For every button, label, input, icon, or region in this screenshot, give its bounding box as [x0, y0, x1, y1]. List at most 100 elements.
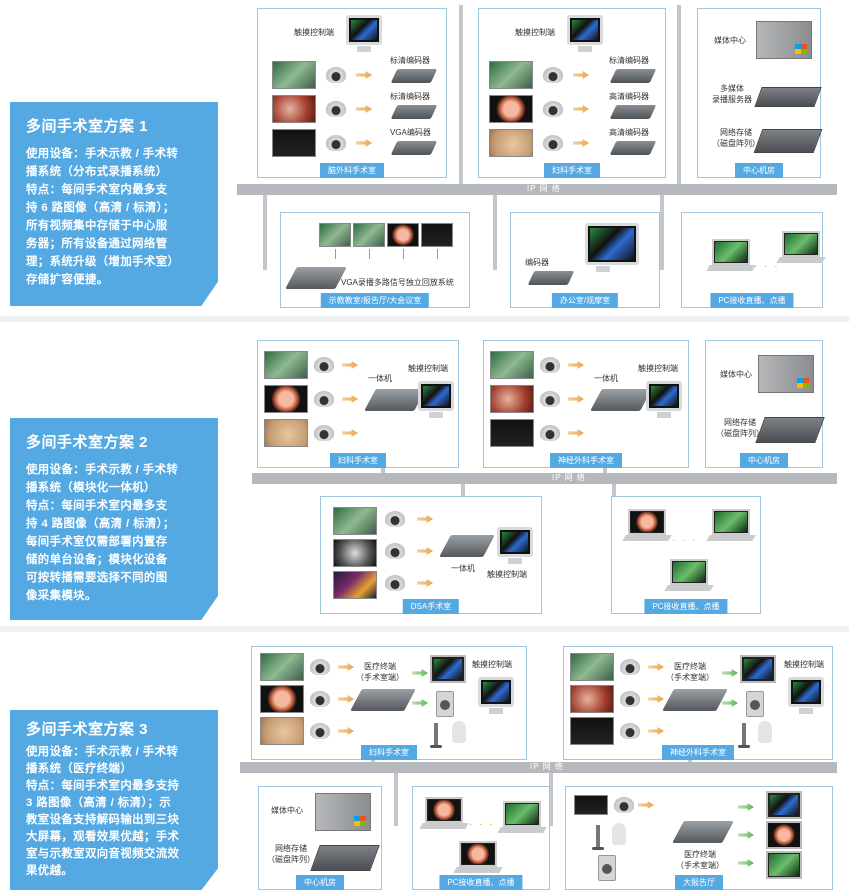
room-label: 神经外科手术室 — [550, 453, 622, 468]
display-screen — [430, 655, 466, 683]
ip-network-bar: IP 网 络 — [252, 473, 837, 484]
section-divider — [0, 316, 849, 322]
laptop-icon — [670, 559, 708, 585]
all-in-one-device — [364, 389, 426, 411]
arrow-icon — [338, 663, 354, 671]
scheme-3-title: 多间手术室方案 3 — [26, 721, 149, 738]
all-in-one-device — [439, 535, 495, 557]
arrow-icon — [648, 727, 664, 735]
arrow-icon — [568, 361, 584, 369]
arrow-icon — [648, 663, 664, 671]
encoder-label: 编码器 — [525, 258, 549, 267]
display-screen — [387, 223, 419, 247]
desc-line: 储的单台设备；模块化设备 — [26, 554, 168, 566]
scheme-1-card: 多间手术室方案 1 使用设备：手术示教 / 手术转 播系统（分布式录播系统） 特… — [10, 102, 218, 306]
disk-array — [755, 417, 825, 443]
display-screen — [766, 851, 802, 879]
encoder-label: 标清编码器 — [390, 92, 430, 101]
screen-stand — [369, 249, 370, 259]
all-in-one-label: 一体机 — [594, 374, 618, 383]
camera-icon — [540, 425, 560, 441]
arrow-icon — [722, 669, 738, 677]
video-source-image — [260, 653, 304, 681]
ip-network-label: IP 网 络 — [530, 762, 564, 771]
camera-icon — [620, 723, 640, 739]
video-source-image — [570, 685, 614, 713]
desc-line: 理；系统升级（增加手术室） — [26, 256, 180, 268]
room-gynecology-or: 触摸控制端 标清编码器 高清编码器 高清编码器 妇科手术室 — [478, 8, 666, 178]
desc-line: 特点：每间手术室内最多支 — [26, 184, 168, 196]
medical-terminal-device — [662, 689, 728, 711]
network-link — [493, 195, 497, 270]
video-source-image — [264, 351, 308, 379]
video-source-image — [260, 685, 304, 713]
touch-control-terminal — [788, 677, 824, 714]
laptop-icon — [782, 231, 820, 257]
room-label: 中心机房 — [740, 453, 788, 468]
encoder-label: 高清编码器 — [609, 128, 649, 137]
ip-network-bar: IP 网 络 — [237, 184, 837, 195]
media-center-label: 媒体中心 — [720, 370, 752, 379]
scheme-2-title: 多间手术室方案 2 — [26, 434, 149, 451]
all-in-one-device — [590, 389, 652, 411]
room-pc-receivers: · · · PC接收直播、点播 — [412, 786, 550, 890]
room-dsa-or: 一体机 触摸控制端 DSA手术室 — [320, 496, 542, 614]
touch-control-label: 触摸控制端 — [294, 28, 334, 37]
person-icon — [758, 721, 772, 743]
network-link — [549, 770, 553, 826]
microphone-icon — [430, 723, 442, 748]
desc-line: 播系统（分布式录播系统） — [26, 166, 168, 178]
arrow-icon — [722, 699, 738, 707]
person-icon — [452, 721, 466, 743]
media-center-server — [756, 21, 812, 59]
arrow-icon — [417, 579, 433, 587]
video-source-image — [272, 61, 316, 89]
media-center-server — [758, 355, 814, 393]
media-center-label: 媒体中心 — [714, 36, 746, 45]
all-in-one-label: 一体机 — [368, 374, 392, 383]
room-gynecology-or: 一体机 触摸控制端 妇科手术室 — [257, 340, 459, 468]
laptop-icon — [425, 797, 463, 823]
all-in-one-label: 一体机 — [451, 564, 475, 573]
touch-control-terminal — [567, 15, 603, 52]
room-label: 妇科手术室 — [330, 453, 386, 468]
storage-label: 网络存储 （磁盘阵列） — [716, 418, 764, 438]
video-source-image — [490, 351, 534, 379]
room-label: 妇科手术室 — [544, 163, 600, 178]
ip-network-bar: IP 网 络 — [240, 762, 837, 773]
arrow-icon — [573, 139, 589, 147]
arrow-icon — [573, 105, 589, 113]
ip-network-label: IP 网 络 — [527, 184, 561, 193]
laptop-icon — [459, 841, 497, 867]
room-data-center: 媒体中心 网络存储 （磁盘阵列） 中心机房 — [258, 786, 382, 890]
encoder-label: VGA编码器 — [390, 128, 431, 137]
speaker-icon — [746, 691, 764, 717]
display-monitor — [585, 223, 639, 272]
more-dots: · · · — [754, 261, 780, 272]
desc-line: 播系统（医疗终端） — [26, 763, 133, 775]
encoder-device — [609, 69, 657, 83]
desc-line: 使用设备：手术示教 / 手术转 — [26, 746, 179, 758]
ip-network-label: IP 网 络 — [552, 473, 586, 482]
arrow-icon — [342, 429, 358, 437]
encoder-label: 标清编码器 — [390, 56, 430, 65]
touch-control-label: 触摸控制端 — [784, 660, 824, 669]
camera-icon — [543, 67, 563, 83]
video-source-image — [489, 129, 533, 157]
encoder-device — [609, 141, 657, 155]
medical-terminal-label: 医疗终端 （手术室端） — [666, 662, 714, 682]
screen-stand — [335, 249, 336, 259]
microphone-icon — [738, 723, 750, 748]
arrow-icon — [417, 547, 433, 555]
camera-icon — [543, 101, 563, 117]
room-data-center: 媒体中心 网络存储 （磁盘阵列） 中心机房 — [705, 340, 825, 468]
encoder-device — [609, 105, 657, 119]
arrow-icon — [412, 699, 428, 707]
desc-line: 所有视频集中存储于中心服 — [26, 220, 168, 232]
network-link — [263, 195, 267, 270]
arrow-icon — [568, 429, 584, 437]
arrow-icon — [573, 71, 589, 79]
disk-array — [310, 845, 380, 871]
microphone-icon — [592, 825, 604, 850]
desc-line: 使用设备：手术示教 / 手术转 — [26, 464, 179, 476]
